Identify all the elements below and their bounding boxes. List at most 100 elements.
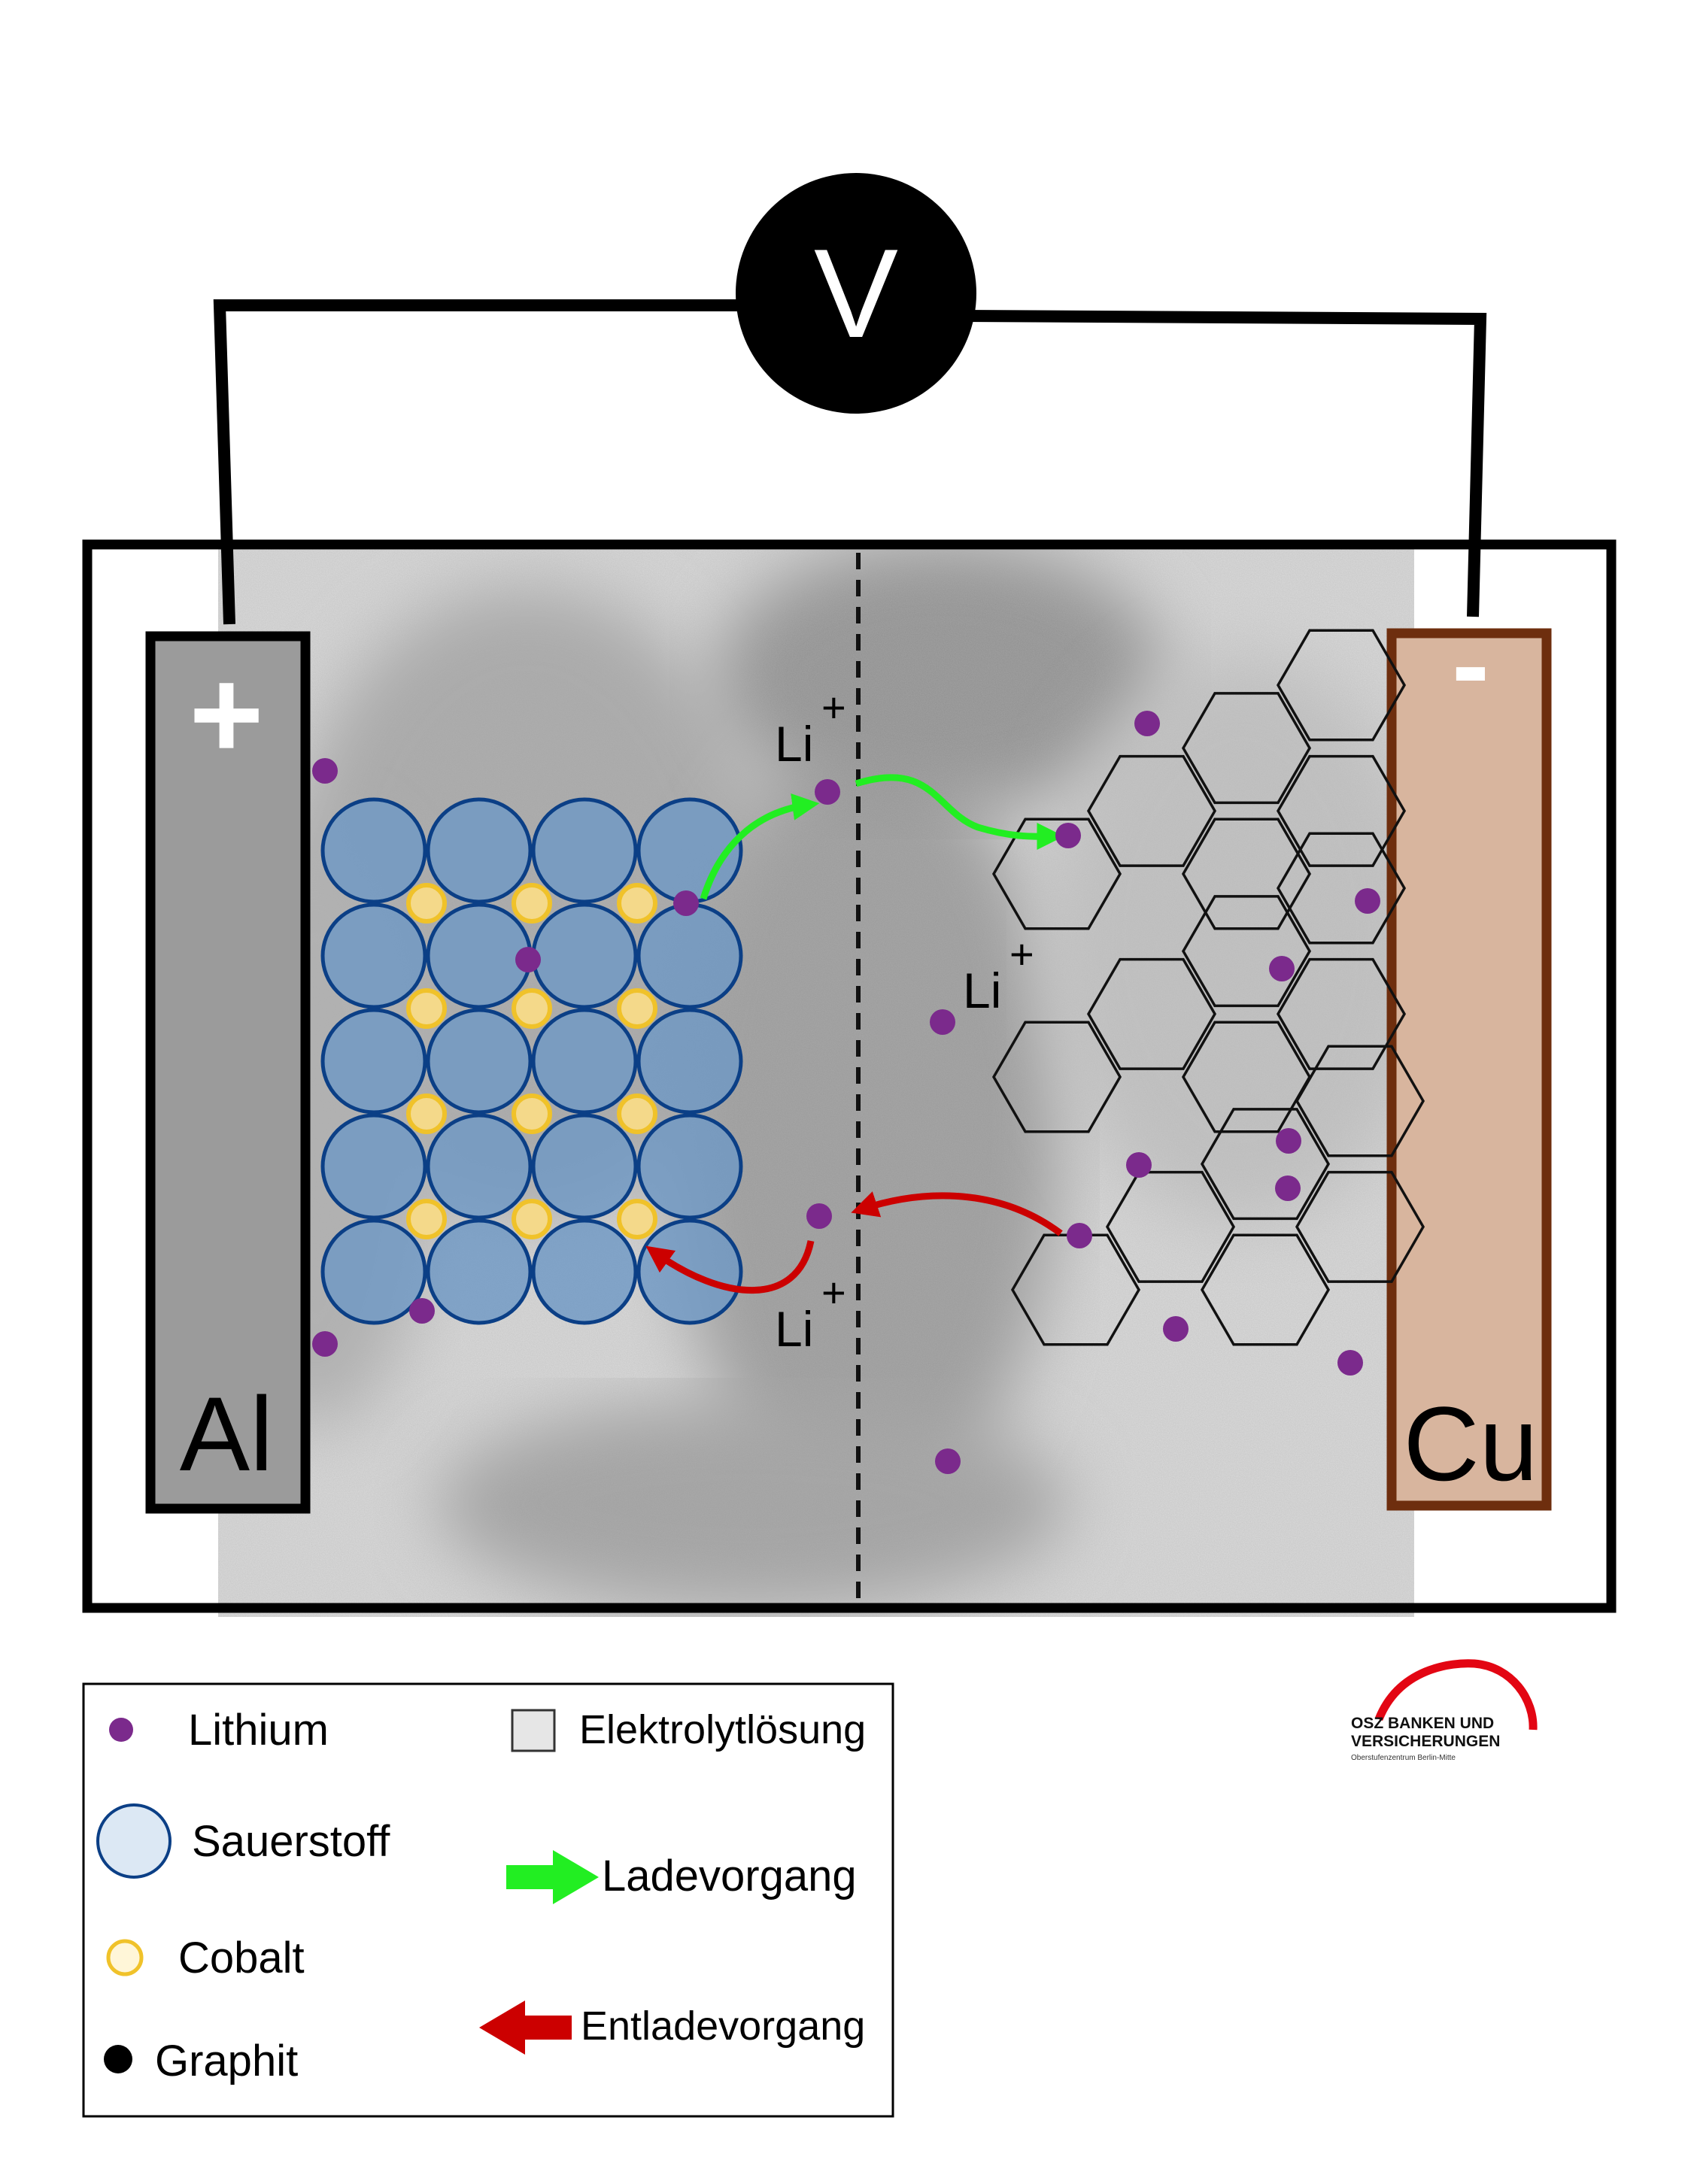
circuit-wires (213, 299, 1487, 625)
graphite-ring (1010, 1233, 1141, 1346)
oxygen-atom (320, 797, 427, 904)
ion-label-1: Li + (775, 684, 846, 772)
lithium-ion (515, 947, 541, 972)
graphite-layers (991, 629, 1425, 1346)
cobalt-atom (512, 1199, 552, 1239)
cobalt-atom (406, 988, 447, 1029)
cobalt-atom (617, 1199, 657, 1239)
graphite-ring (1200, 1108, 1331, 1221)
cobalt-atom (512, 883, 552, 924)
cobalt-atom (512, 988, 552, 1029)
lithium-ion (1126, 1152, 1152, 1178)
legend-box (82, 1682, 894, 2118)
voltmeter-circle (736, 173, 976, 414)
graphite-ring (1295, 1045, 1425, 1157)
legend-oxygen-icon (96, 1803, 172, 1879)
lithium-ion (1355, 888, 1380, 914)
charge-arrow-1 (700, 793, 820, 900)
lithium-ion (1276, 1128, 1301, 1154)
lithium-ion (1134, 711, 1160, 736)
cobalt-atom (617, 988, 657, 1029)
legend-graphite-label: Graphit (155, 2037, 298, 2085)
lithium-ions (312, 711, 1380, 1474)
legend-oxygen-label: Sauerstoff (192, 1817, 390, 1866)
lithium-ion (673, 890, 699, 916)
charge-arrow-2 (855, 774, 1064, 851)
positive-material: Al (180, 1375, 273, 1493)
graphite-ring (1181, 895, 1312, 1008)
legend-cobalt-icon (106, 1939, 144, 1976)
ion-label-charge: + (821, 684, 846, 731)
graphite-layer (1010, 1045, 1425, 1346)
legend-cobalt-label: Cobalt (178, 1934, 305, 1982)
lithium-ion (1275, 1175, 1301, 1201)
legend-electrolyte-label: Elektrolytlösung (579, 1707, 866, 1752)
legend-lithium-label: Lithium (188, 1706, 329, 1755)
lithium-ion (312, 1331, 338, 1357)
lithium-ion (806, 1203, 832, 1229)
graphite-ring (1276, 832, 1407, 945)
discharge-arrows (645, 1191, 1063, 1294)
cobalt-atom (406, 883, 447, 924)
negative-sign: - (1452, 601, 1489, 727)
graphite-ring (1181, 817, 1312, 930)
graphite-ring (1181, 1021, 1312, 1133)
oxygen-atom (426, 1113, 533, 1220)
lithium-ion (1055, 823, 1081, 848)
lithium-ion (930, 1009, 955, 1035)
legend-electrolyte-icon (511, 1709, 556, 1752)
cobalt-atom (512, 1094, 552, 1134)
discharge-arrow-1 (851, 1191, 1063, 1236)
oxygen-atom (636, 902, 743, 1009)
oxygen-atom (531, 1113, 638, 1220)
voltmeter: V (736, 173, 976, 414)
oxygen-atom (320, 1218, 427, 1325)
positive-electrode: + Al (145, 631, 311, 1514)
ion-label-base: Li (963, 963, 1001, 1018)
legend: Lithium Sauerstoff Cobalt Graphit Elektr… (82, 1682, 894, 2118)
ion-label-3: Li + (775, 1269, 846, 1357)
oxygen-atom (426, 902, 533, 1009)
lithium-ion (935, 1448, 961, 1474)
cobalt-atom (406, 1199, 447, 1239)
oxygen-atom (426, 1008, 533, 1115)
graphite-ring (1295, 1170, 1425, 1283)
oxygen-atom (636, 1008, 743, 1115)
graphite-ring (1181, 692, 1312, 805)
oxygen-atom (531, 1218, 638, 1325)
logo-line-3: Oberstufenzentrum Berlin-Mitte (1351, 1754, 1456, 1762)
lithium-ion (1269, 956, 1295, 981)
cobalt-atom (617, 1094, 657, 1134)
negative-material: Cu (1404, 1385, 1538, 1503)
logo-arc-icon (1374, 1659, 1538, 1731)
oxygen-atom (636, 1113, 743, 1220)
graphite-layer (991, 832, 1407, 1133)
legend-green-arrow-icon (506, 1850, 599, 1904)
graphite-ring (1086, 754, 1217, 867)
cobalt-atom (406, 1094, 447, 1134)
graphite-ring (1086, 957, 1217, 1070)
lithium-ion (409, 1298, 435, 1324)
graphite-ring (991, 817, 1122, 930)
osz-logo: OSZ BANKEN UND VERSICHERUNGEN Oberstufen… (1351, 1659, 1538, 1762)
ion-label-2: Li + (963, 930, 1034, 1018)
ion-label-base: Li (775, 1301, 813, 1357)
graphite-ring (1276, 957, 1407, 1070)
negative-electrode: - Cu (1386, 601, 1552, 1511)
oxygen-atom (320, 1008, 427, 1115)
cell-container (82, 539, 1617, 1613)
logo-line-2: VERSICHERUNGEN (1351, 1733, 1500, 1750)
ion-label-charge: + (1009, 930, 1034, 978)
logo-line-1: OSZ BANKEN UND (1351, 1715, 1494, 1732)
lithium-ion (1067, 1223, 1092, 1248)
legend-discharge-label: Entladevorgang (581, 2004, 865, 2049)
ion-label-base: Li (775, 716, 813, 772)
oxygen-atom (426, 797, 533, 904)
oxygen-atom (531, 902, 638, 1009)
lithium-ion (1163, 1316, 1189, 1342)
lithium-ion (815, 779, 840, 805)
voltmeter-symbol: V (814, 223, 898, 364)
graphite-ring (1276, 629, 1407, 742)
oxygen-atom (531, 1008, 638, 1115)
